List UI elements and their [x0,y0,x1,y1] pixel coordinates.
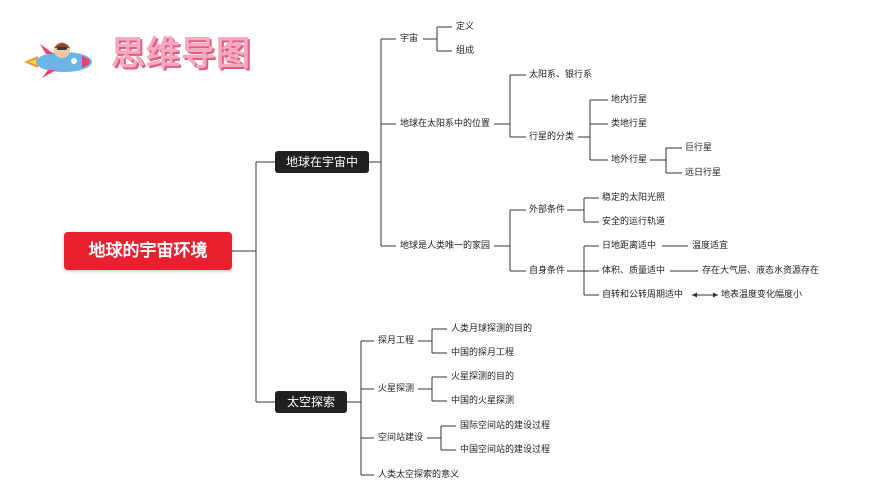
node-significance[interactable]: 人类太空探索的意义 [378,470,460,480]
node-position-in-solar-system[interactable]: 地球在太阳系中的位置 [400,119,491,129]
node-internal-conditions[interactable]: 自身条件 [529,266,566,276]
node-solar-galaxy[interactable]: 太阳系、银行系 [529,70,593,80]
node-atmosphere-water[interactable]: 存在大气层、液态水资源存在 [702,266,820,276]
node-definition[interactable]: 定义 [456,22,475,32]
node-terrestrial-planets[interactable]: 类地行星 [611,119,648,129]
node-far-planets[interactable]: 远日行星 [685,168,722,178]
node-external-conditions[interactable]: 外部条件 [529,205,566,215]
node-safe-orbit[interactable]: 安全的运行轨道 [602,217,666,227]
node-china-mars[interactable]: 中国的火星探测 [451,396,515,406]
node-planet-classification[interactable]: 行星的分类 [529,132,575,142]
node-rotation-revolution[interactable]: 自转和公转周期适中 [602,290,684,300]
node-small-temperature-range[interactable]: 地表温度变化幅度小 [721,290,803,300]
node-sun-earth-distance[interactable]: 日地距离适中 [602,241,657,251]
category-node-earth-in-universe[interactable]: 地球在宇宙中 [275,151,369,173]
node-mars-purpose[interactable]: 火星探测的目的 [451,372,515,382]
node-suitable-temperature[interactable]: 温度适宜 [692,241,729,251]
node-volume-mass[interactable]: 体积、质量适中 [602,266,666,276]
page-title: 思维导图 [111,34,251,74]
node-iss-construction[interactable]: 国际空间站的建设过程 [460,421,551,431]
node-stable-sunlight[interactable]: 稳定的太阳光照 [602,193,666,203]
root-node[interactable]: 地球的宇宙环境 [64,232,232,270]
node-giant-planets[interactable]: 巨行星 [685,143,713,153]
node-only-home[interactable]: 地球是人类唯一的家园 [400,241,491,251]
node-superior-planets[interactable]: 地外行星 [611,155,648,165]
node-universe[interactable]: 宇宙 [400,34,419,44]
rocket-icon [24,42,92,78]
node-lunar-project[interactable]: 探月工程 [378,336,415,346]
rocket-logo [24,42,92,78]
node-mars-exploration[interactable]: 火星探测 [378,384,415,394]
node-inferior-planets[interactable]: 地内行星 [611,95,648,105]
category-node-space-exploration[interactable]: 太空探索 [275,391,347,413]
node-composition[interactable]: 组成 [456,46,475,56]
node-china-station-construction[interactable]: 中国空间站的建设过程 [460,445,551,455]
node-lunar-purpose[interactable]: 人类月球探测的目的 [451,324,533,334]
node-space-station[interactable]: 空间站建设 [378,433,424,443]
node-china-lunar[interactable]: 中国的探月工程 [451,348,515,358]
